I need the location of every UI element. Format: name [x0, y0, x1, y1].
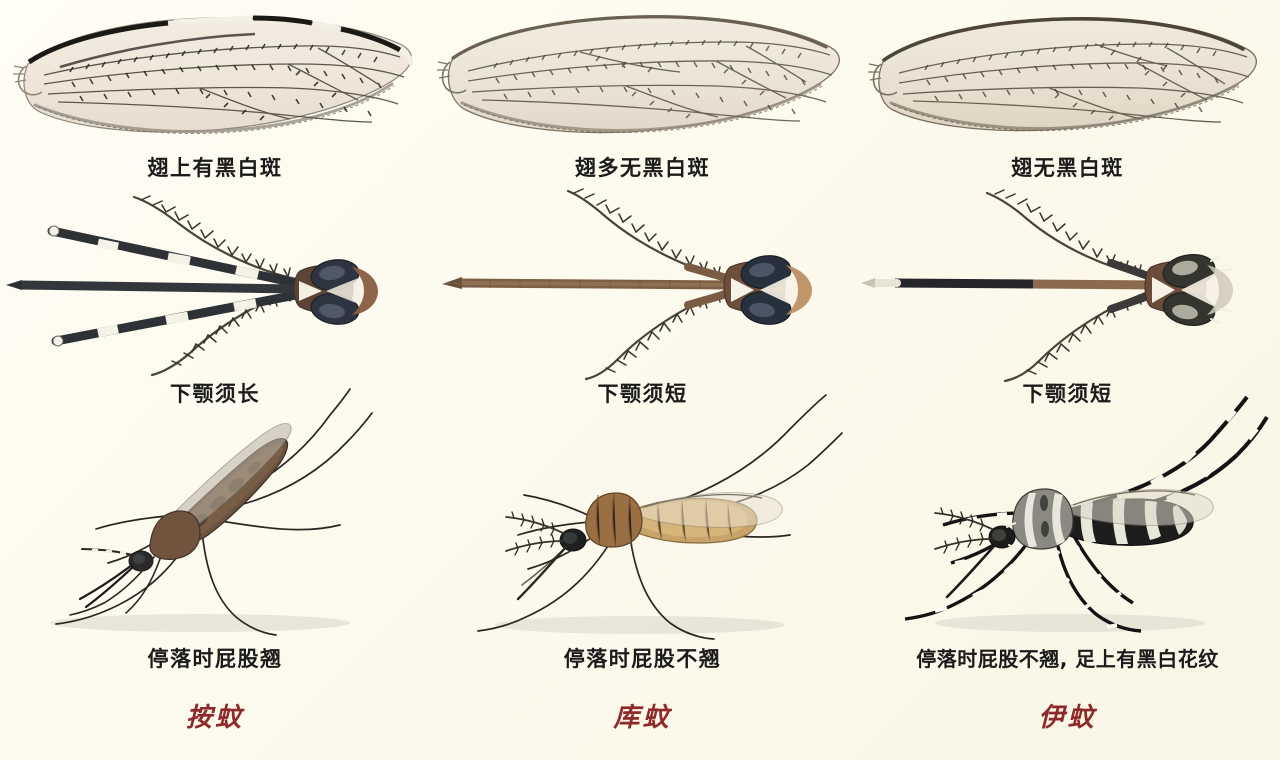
palp-caption-aedes: 下颚须短	[1022, 382, 1113, 406]
resting-caption-anopheles: 停落时屁股翘	[147, 647, 283, 671]
wing-illustration-aedes	[855, 4, 1280, 149]
resting-posture-illustration-anopheles	[0, 388, 430, 640]
wing-caption-culex: 翅多无黑白斑	[575, 156, 710, 180]
resting-caption-aedes: 停落时屁股不翘, 足上有黑白花纹	[916, 647, 1219, 671]
species-name-anopheles: 按蚊	[185, 703, 244, 733]
wing-illustration-anopheles	[0, 4, 430, 149]
species-name-aedes: 伊蚊	[1038, 703, 1097, 733]
resting-caption-culex: 停落时屁股不翘	[563, 647, 722, 671]
head-palp-illustration-culex	[430, 185, 855, 381]
species-column-anopheles: 翅上有黑白斑	[0, 0, 430, 760]
head-palp-illustration-anopheles	[0, 185, 430, 377]
resting-posture-illustration-aedes	[855, 395, 1280, 640]
wing-caption-anopheles: 翅上有黑白斑	[147, 156, 283, 180]
head-palp-illustration-aedes	[855, 185, 1280, 383]
wing-caption-aedes: 翅无黑白斑	[1011, 156, 1124, 180]
species-column-aedes: 翅无黑白斑	[855, 0, 1280, 760]
palp-caption-culex: 下颚须短	[597, 382, 688, 406]
palp-caption-anopheles: 下颚须长	[170, 382, 260, 406]
species-column-culex: 翅多无黑白斑	[430, 0, 855, 760]
species-name-culex: 库蚊	[613, 703, 672, 733]
resting-posture-illustration-culex	[430, 394, 855, 640]
wing-illustration-culex	[430, 4, 855, 149]
